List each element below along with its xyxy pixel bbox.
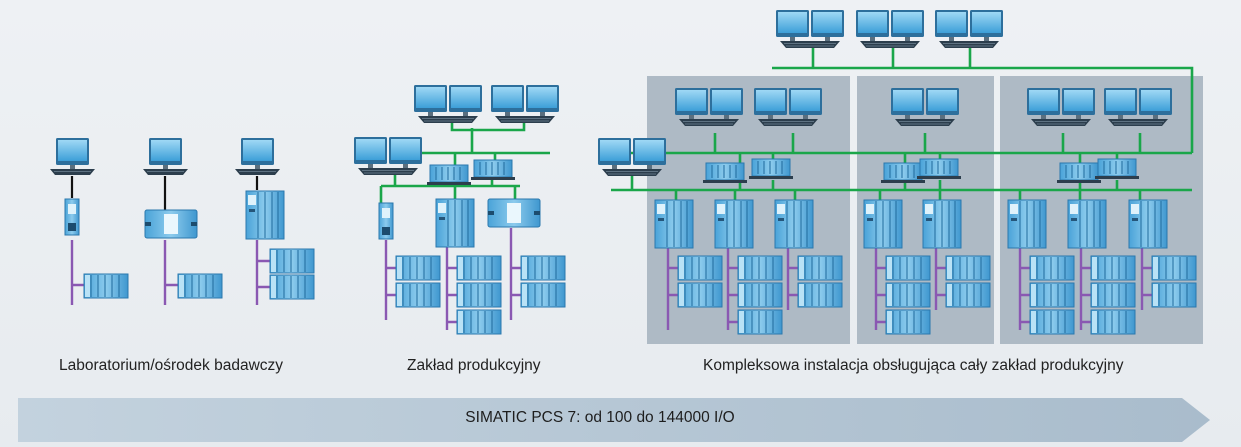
plant-section [353, 84, 566, 335]
scale-arrow-label: SIMATIC PCS 7: od 100 do 144000 I/O [465, 409, 735, 426]
caption-complex: Kompleksowa instalacja obsługująca cały … [703, 357, 1124, 374]
caption-plant: Zakład produkcyjny [407, 357, 541, 374]
complex-section [597, 9, 1197, 335]
caption-lab: Laboratorium/ośrodek badawczy [59, 357, 284, 374]
lab-section [49, 137, 315, 305]
scale-arrow [18, 398, 1210, 442]
